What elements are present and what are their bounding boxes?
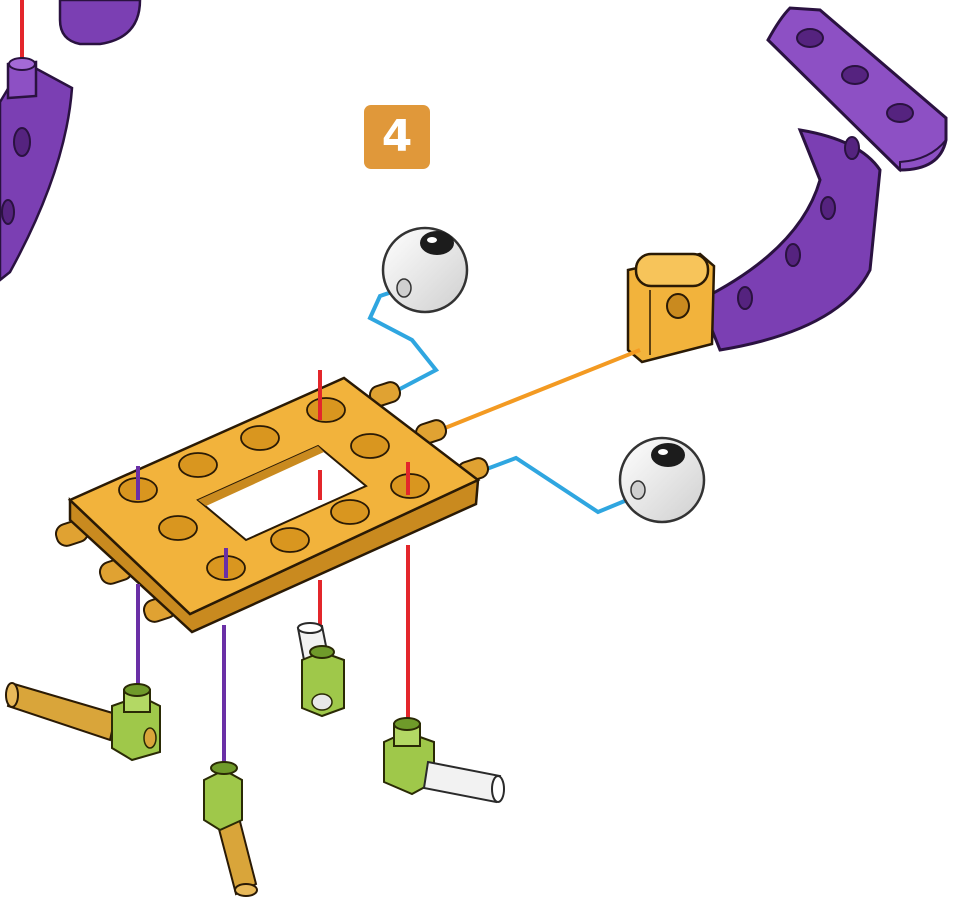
guide-line-orange-hinge [440,350,640,430]
connector-white-rod-short [298,623,344,716]
connector-white-rod-long [384,718,504,802]
right-eye [620,438,704,522]
purple-beam-top-left [60,0,140,44]
purple-curved-beam-left [0,58,72,280]
connector-gold-rod-left [6,683,160,760]
connector-gold-rod-bottom [204,762,257,896]
frame-plate [53,378,490,632]
hinge-connector [628,254,714,362]
guide-line-blue-right-eye [484,458,640,512]
curved-arm-top-right [700,8,946,350]
left-eye [383,228,467,312]
